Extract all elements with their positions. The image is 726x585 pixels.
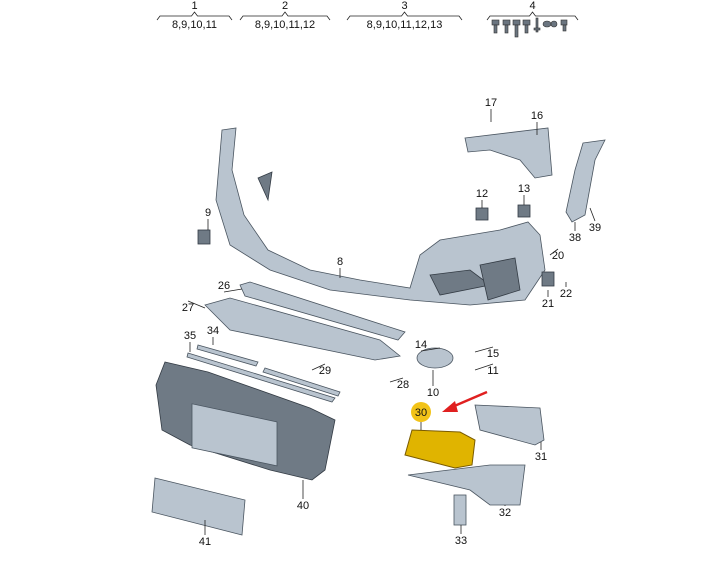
callout-16: 16 [531,110,543,122]
side-bracket [565,139,606,223]
callout-39: 39 [589,222,601,234]
callout-35: 35 [184,330,196,342]
callout-20: 20 [552,250,564,262]
callout-12: 12 [476,188,488,200]
underbody-panel [204,297,401,361]
bumper-cover [215,127,546,306]
callout-11: 11 [487,365,498,377]
callout-9: 9 [205,207,211,219]
group-number: 4 [529,0,535,12]
screw-set-icon [491,17,568,38]
callout-14: 14 [415,339,427,351]
callout-15: 15 [487,348,499,360]
license-plate-holder [151,477,246,536]
leader-line [389,377,404,383]
group-contents: 8,9,10,11,12,13 [367,19,443,31]
callout-33: 33 [455,535,467,547]
group-contents: 8,9,10,11,12 [255,19,315,31]
group-brace [156,11,233,21]
callout-31: 31 [535,451,547,463]
fog-light-grille-highlighted [404,429,476,469]
group-brace [239,11,331,21]
callout-29: 29 [319,365,331,377]
leader-line [311,363,326,371]
leader-line [420,347,441,352]
bumper-strip [239,281,406,341]
callout-41: 41 [199,536,211,548]
callout-34: 34 [207,325,219,337]
callout-21: 21 [542,298,554,310]
leader-line [474,363,494,371]
highlight-arrow [442,390,488,412]
leader-line [589,207,596,222]
callout-30: 30 [415,407,427,419]
group-brace [346,11,463,21]
callout-38: 38 [569,232,581,244]
callout-32: 32 [499,507,511,519]
leader-line [223,288,243,293]
group-number: 2 [282,0,288,12]
callout-27: 27 [182,302,194,314]
callout-17: 17 [485,97,497,109]
callout-10: 10 [427,387,439,399]
callout-28: 28 [397,379,409,391]
callout-8: 8 [337,256,343,268]
trim-panel-31 [474,404,545,446]
group-number: 1 [191,0,197,12]
bracket-right [464,127,553,179]
callout-40: 40 [297,500,309,512]
callout-22: 22 [560,288,572,300]
group-contents: 8,9,10,11 [172,19,217,31]
group-brace [486,11,579,21]
highlight-badge: 30 [411,402,431,430]
callout-26: 26 [218,280,230,292]
leader-line [474,346,494,353]
trim-frame-32 [407,464,526,506]
leader-line [187,300,206,309]
leader-line [549,248,559,256]
group-number: 3 [401,0,407,12]
callout-13: 13 [518,183,530,195]
